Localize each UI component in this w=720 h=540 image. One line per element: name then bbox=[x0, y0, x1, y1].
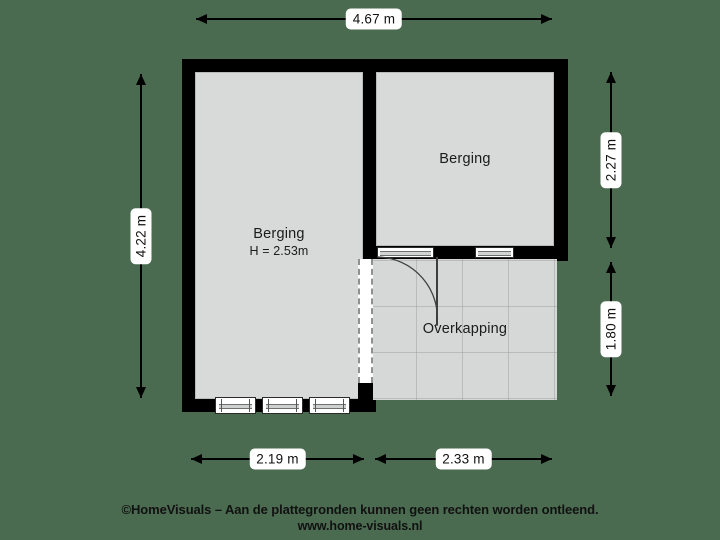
dimension-value: 1.80 m bbox=[600, 300, 622, 358]
room-label-berging-left: Berging H = 2.53m bbox=[195, 225, 363, 260]
dimension-right-lower: 1.80 m bbox=[600, 262, 622, 396]
wall-center-divider bbox=[363, 59, 376, 259]
window-mullion-left bbox=[268, 399, 269, 412]
arrow-up-icon bbox=[136, 74, 146, 85]
dimension-right-upper: 2.27 m bbox=[600, 72, 622, 248]
dimension-left: 4.22 m bbox=[130, 74, 152, 398]
arrow-down-icon bbox=[606, 237, 616, 248]
footer: ©HomeVisuals – Aan de plattegronden kunn… bbox=[0, 501, 720, 534]
room-fill-berging-left bbox=[195, 72, 363, 399]
door-opening-berging-overkapping bbox=[377, 247, 434, 258]
arrow-right-icon bbox=[541, 454, 552, 464]
arrow-right-icon bbox=[541, 14, 552, 24]
window-mullion-right bbox=[296, 399, 297, 412]
wall-left-outer bbox=[182, 59, 195, 412]
arrow-up-icon bbox=[606, 72, 616, 83]
door-leaf bbox=[436, 257, 438, 325]
window-mullion-left bbox=[221, 399, 222, 412]
arrow-up-icon bbox=[606, 262, 616, 273]
dimension-value: 2.27 m bbox=[600, 131, 622, 189]
dimension-value: 4.67 m bbox=[345, 8, 403, 30]
window-bottom-3 bbox=[309, 397, 350, 414]
dimension-value: 2.19 m bbox=[249, 448, 306, 470]
room-fill-berging-right bbox=[376, 72, 554, 246]
window-berging-overkapping bbox=[475, 247, 514, 258]
window-mullion-right bbox=[249, 399, 250, 412]
room-label-berging-right: Berging bbox=[376, 150, 554, 168]
arrow-left-icon bbox=[196, 14, 207, 24]
arrow-left-icon bbox=[375, 454, 386, 464]
arrow-left-icon bbox=[191, 454, 202, 464]
wall-right-outer bbox=[554, 59, 568, 261]
dimension-value: 2.33 m bbox=[435, 448, 492, 470]
arrow-right-icon bbox=[353, 454, 364, 464]
room-name: Overkapping bbox=[422, 321, 508, 337]
room-height-note: H = 2.53m bbox=[249, 244, 309, 258]
room-label-overkapping: Overkapping bbox=[373, 320, 557, 338]
partition-dashed-wall bbox=[358, 259, 373, 383]
dimension-value: 4.22 m bbox=[130, 207, 152, 265]
arrow-down-icon bbox=[606, 385, 616, 396]
footer-website: www.home-visuals.nl bbox=[297, 519, 423, 533]
dimension-bottom-left: 2.19 m bbox=[191, 448, 364, 470]
window-bottom-1 bbox=[215, 397, 256, 414]
window-mullion-right bbox=[343, 399, 344, 412]
room-name: Berging bbox=[253, 226, 305, 242]
footer-copyright: ©HomeVisuals – Aan de plattegronden kunn… bbox=[121, 502, 599, 517]
dimension-bottom-right: 2.33 m bbox=[375, 448, 552, 470]
window-bottom-2 bbox=[262, 397, 303, 414]
wall-stub-bottom-left-of-overkapping bbox=[358, 383, 373, 401]
dimension-top: 4.67 m bbox=[196, 8, 552, 30]
room-name: Berging bbox=[439, 151, 491, 167]
arrow-down-icon bbox=[136, 387, 146, 398]
window-mullion-left bbox=[315, 399, 316, 412]
